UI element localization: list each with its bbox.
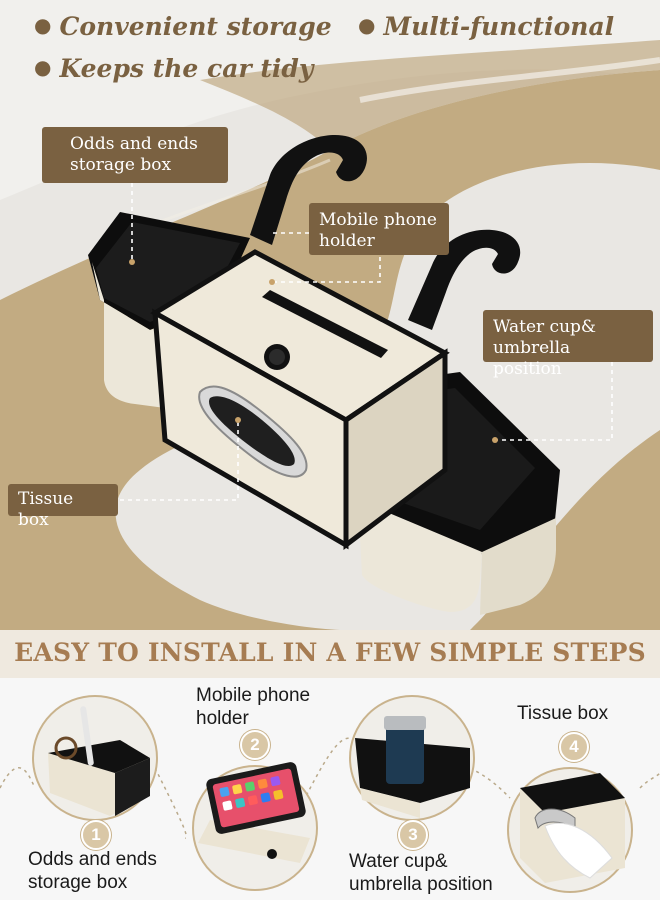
bullet-dot-icon: ● bbox=[34, 13, 52, 37]
step-label-3: Water cup& umbrella position bbox=[349, 851, 493, 895]
bullet-dot-icon: ● bbox=[34, 55, 52, 79]
callout-mobile-holder: Mobile phone holder bbox=[309, 203, 449, 255]
step3-cup-holder-photo bbox=[349, 695, 475, 821]
right-hook-icon bbox=[408, 229, 521, 330]
feature-text: Convenient storage bbox=[59, 12, 332, 41]
callout-water-cup: Water cup& umbrella position bbox=[483, 310, 653, 379]
banner-title: EASY TO INSTALL IN A FEW SIMPLE STEPS bbox=[14, 638, 646, 667]
bullet-dot-icon: ● bbox=[358, 13, 376, 37]
steps-illustration bbox=[0, 695, 660, 893]
step-label-1: Odds and ends storage box bbox=[28, 849, 157, 893]
feature-bullet-storage: ● Convenient storage bbox=[34, 12, 332, 41]
step-label-2: Mobile phone holder bbox=[196, 685, 311, 729]
step-label-4: Tissue box bbox=[517, 703, 609, 724]
step-number-2: 2 bbox=[240, 730, 270, 760]
step-number-3: 3 bbox=[398, 820, 428, 850]
left-hook-icon bbox=[250, 135, 367, 245]
callout-tissue-box: Tissue box bbox=[8, 484, 118, 530]
step4-tissue-box-photo bbox=[507, 767, 633, 893]
install-banner bbox=[0, 630, 660, 678]
feature-text: Keeps the car tidy bbox=[59, 54, 314, 83]
feature-text: Multi-functional bbox=[383, 12, 615, 41]
callout-odds-storage: Odds and ends storage box bbox=[42, 127, 228, 183]
product-illustration bbox=[88, 135, 613, 615]
step1-odds-box-photo bbox=[32, 695, 158, 821]
tissue-opening-icon bbox=[198, 385, 308, 478]
step2-phone-holder-photo bbox=[192, 762, 318, 891]
feature-bullet-tidy: ● Keeps the car tidy bbox=[34, 54, 313, 83]
step-number-1: 1 bbox=[81, 820, 111, 850]
feature-bullet-multifunctional: ● Multi-functional bbox=[358, 12, 614, 41]
step-number-4: 4 bbox=[559, 732, 589, 762]
